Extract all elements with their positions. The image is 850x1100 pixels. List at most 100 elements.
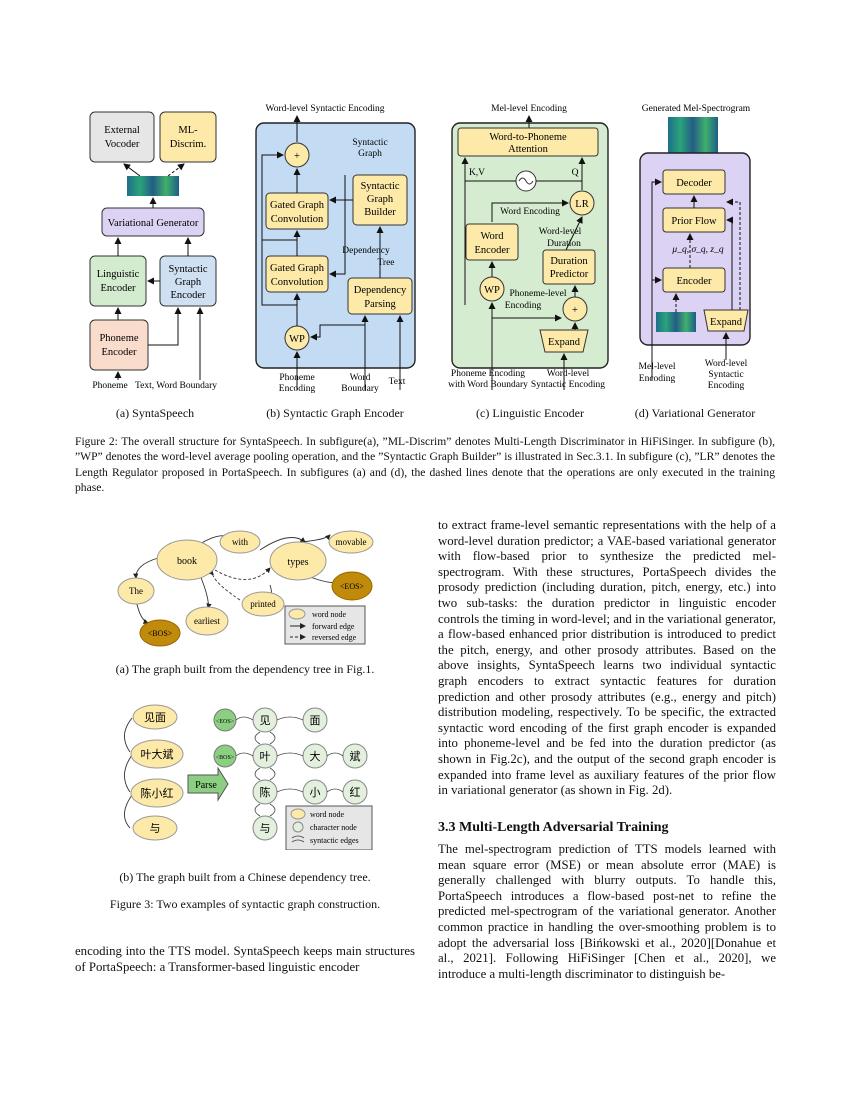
syntactic-graph-encoder-container [255,122,416,369]
figure-2-diagram: External Vocoder ML- Discrim. Variationa… [89,104,751,394]
duration-predictor-box [542,249,596,285]
svg-text:Convolution: Convolution [271,214,324,225]
input-mel-image [656,312,696,332]
word-node-yedabin [130,739,184,769]
svg-text:word node: word node [312,610,346,619]
svg-text:Mel-level: Mel-level [639,362,676,372]
svg-text:+: + [572,305,578,316]
svg-text:Encoding: Encoding [708,381,745,391]
expand-box-c [539,329,589,353]
svg-text:types: types [287,557,308,568]
plus-node [284,142,310,168]
svg-text:Word-to-Phoneme: Word-to-Phoneme [489,132,567,143]
svg-text:Boundary: Boundary [341,384,379,394]
svg-text:Parse: Parse [195,780,217,791]
svg-text:<EOS>: <EOS> [340,582,365,591]
linguistic-encoder-label: Linguistic [97,269,140,280]
svg-text:Expand: Expand [710,317,743,328]
svg-text:+: + [294,151,300,162]
right-column-paragraph-2: The mel-spectrogram prediction of TTS mo… [438,842,776,981]
svg-text:Encoding: Encoding [639,374,676,384]
fig2b-caption: (b) Syntactic Graph Encoder [266,406,404,420]
svg-text:与: 与 [260,822,271,835]
figure-2-caption: Figure 2: The overall structure for Synt… [75,435,775,495]
linguistic-encoder-box [89,255,147,307]
svg-text:见: 见 [260,715,271,727]
fig2c-caption: (c) Linguistic Encoder [476,406,584,420]
generated-mel-spectrogram-label: Generated Mel-Spectrogram [642,104,751,114]
mel-spectrogram-image [127,176,179,196]
node-book [156,539,218,581]
section-3-3-heading: 3.3 Multi-Length Adversarial Training [438,820,669,835]
svg-text:Encoding: Encoding [279,384,316,394]
svg-text:叶大斌: 叶大斌 [141,747,174,761]
svg-text:Builder: Builder [364,207,396,218]
svg-text:Duration: Duration [550,256,588,267]
svg-text:Encoder: Encoder [171,290,206,301]
svg-text:Convolution: Convolution [271,277,324,288]
figure-3b-graph: 见面 叶大斌 陈小红 与 Parse <EOS> <BOS> 见 面 叶 大 斌… [124,704,373,850]
svg-text:<BOS>: <BOS> [148,629,173,638]
svg-text:Encoder: Encoder [101,283,136,294]
svg-text:Word Encoding: Word Encoding [500,207,560,217]
ml-discrim-label: ML- [178,125,198,136]
svg-text:Decoder: Decoder [676,178,712,189]
fig3b-caption: (b) The graph built from a Chinese depen… [119,870,371,884]
svg-text:红: 红 [350,786,361,799]
svg-text:Expand: Expand [548,337,581,348]
svg-text:Discrim.: Discrim. [170,139,206,150]
svg-text:大: 大 [310,749,321,763]
svg-text:Syntactic Encoding: Syntactic Encoding [531,380,605,390]
node-movable [328,530,374,554]
svg-text:与: 与 [150,822,161,835]
svg-text:见面: 见面 [144,712,166,724]
node-eos [331,571,373,601]
svg-text:Graph: Graph [175,277,202,288]
variational-generator-label: Variational Generator [108,218,199,229]
svg-text:WP: WP [484,285,500,296]
svg-text:Dependency: Dependency [342,246,390,256]
variational-generator-container [639,152,751,346]
svg-text:K,V: K,V [469,168,485,178]
svg-text:word node: word node [310,810,344,819]
svg-text:Syntactic: Syntactic [708,370,743,380]
fig2a-caption: (a) SyntaSpeech [115,406,195,420]
expand-box-d [703,309,749,332]
node-printed [241,591,285,617]
fig2d-caption: (d) Variational Generator [634,406,756,420]
node-with [219,530,261,554]
phoneme-encoder-box [89,319,149,371]
ml-discrim-box [159,111,217,163]
svg-text:Gated Graph: Gated Graph [270,200,325,211]
svg-text:<BOS>: <BOS> [216,755,235,761]
parse-arrow [187,766,229,802]
svg-text:Predictor: Predictor [550,269,589,280]
svg-text:Phoneme: Phoneme [279,373,314,383]
fig2a-syntaspeech: External Vocoder ML- Discrim. Variationa… [89,111,217,391]
svg-text:earliest: earliest [194,616,220,626]
svg-text:Encoder: Encoder [677,276,712,287]
svg-text:Q: Q [572,168,579,178]
svg-text:Graph: Graph [367,194,394,205]
svg-text:syntactic edges: syntactic edges [310,836,359,845]
fig2c-linguistic-encoder: Mel-level Encoding Word-to-Phoneme Atten… [448,104,609,390]
fig3a-caption: (a) The graph built from the dependency … [115,662,375,676]
svg-text:Word-level: Word-level [547,369,590,379]
svg-text:Parsing: Parsing [364,299,396,310]
svg-text:Word-level: Word-level [705,359,748,369]
external-vocoder-box [89,111,155,163]
svg-text:forward edge: forward edge [312,622,355,631]
svg-text:movable: movable [336,537,367,547]
svg-text:printed: printed [250,599,276,609]
word-encoder-box [465,223,519,261]
generated-mel-image [668,117,718,153]
svg-text:叶: 叶 [260,750,271,763]
word-node-yu [132,815,178,841]
syntactic-graph-encoder-label: Syntactic [168,264,207,275]
svg-text:LR: LR [575,199,588,210]
external-vocoder-label: External [104,125,140,136]
svg-text:with: with [232,537,249,547]
svg-text:Encoder: Encoder [102,347,137,358]
svg-text:Syntactic: Syntactic [360,181,399,192]
word-to-phoneme-attention-box [457,127,599,157]
